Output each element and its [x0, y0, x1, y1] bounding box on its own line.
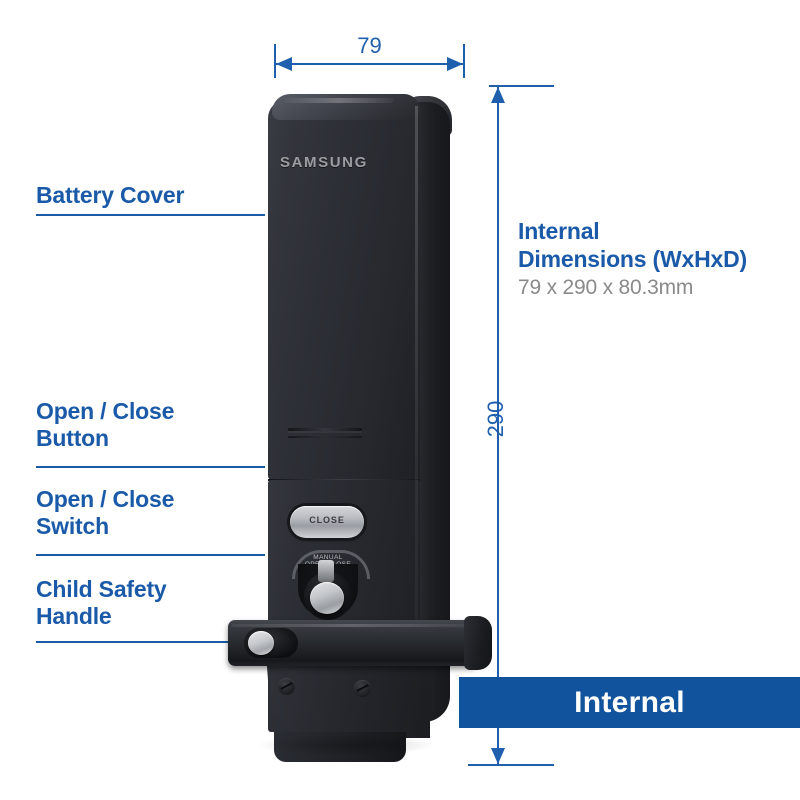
- screw-icon: [278, 678, 295, 695]
- battery-cover-panel: [268, 100, 420, 480]
- device-base-bottom: [274, 732, 406, 762]
- device-top-bevel: [272, 94, 420, 120]
- leader-line-battery-cover: [36, 214, 265, 216]
- device-edge-highlight: [415, 106, 418, 722]
- dimension-line-width: [276, 63, 463, 65]
- child-safety-button[interactable]: [248, 631, 274, 655]
- internal-banner: Internal: [459, 677, 800, 728]
- open-close-switch-knob[interactable]: [310, 582, 344, 614]
- leader-line-child-safety-handle: [36, 641, 265, 643]
- internal-dimensions-title: Internal Dimensions (WxHxD): [518, 218, 747, 272]
- leader-line-open-close-button: [36, 466, 265, 468]
- door-handle-highlight: [232, 624, 472, 627]
- callout-label-open-close-button: Open / Close Button: [36, 398, 175, 452]
- extension-line-top: [489, 85, 554, 87]
- internal-banner-label: Internal: [574, 685, 685, 719]
- arrow-right-icon: [447, 57, 463, 71]
- extension-line-right: [463, 44, 465, 78]
- battery-cover-slot-shadow: [288, 436, 362, 438]
- door-handle-end-cap: [464, 616, 492, 670]
- switch-lever[interactable]: [318, 560, 334, 582]
- dimension-value-width: 79: [357, 33, 382, 58]
- extension-line-left: [274, 44, 276, 78]
- leader-line-open-close-switch: [36, 554, 265, 556]
- product-illustration-door-lock: SAMSUNG CLOSE MANUAL OPEN/CLOSE: [228, 86, 520, 776]
- device-base-mount: [266, 664, 430, 738]
- callout-label-child-safety-handle: Child Safety Handle: [36, 576, 167, 630]
- arrow-left-icon: [276, 57, 292, 71]
- samsung-logo: SAMSUNG: [280, 154, 368, 171]
- arrow-up-icon: [491, 87, 505, 103]
- open-close-button[interactable]: [290, 506, 364, 538]
- internal-dimensions-block: Internal Dimensions (WxHxD) 79 x 290 x 8…: [518, 218, 786, 300]
- device-drop-shadow: [256, 734, 436, 756]
- arrow-down-icon: [491, 748, 505, 764]
- device-top-highlight: [284, 98, 394, 103]
- open-close-button-label: CLOSE: [309, 515, 345, 525]
- internal-dimensions-value: 79 x 290 x 80.3mm: [518, 276, 694, 300]
- dimension-line-height: [497, 86, 499, 765]
- battery-cover-slot: [288, 428, 362, 431]
- callout-label-battery-cover: Battery Cover: [36, 182, 185, 208]
- callout-label-open-close-switch: Open / Close Switch: [36, 486, 175, 540]
- screw-icon: [354, 680, 371, 697]
- extension-line-bottom: [468, 764, 554, 766]
